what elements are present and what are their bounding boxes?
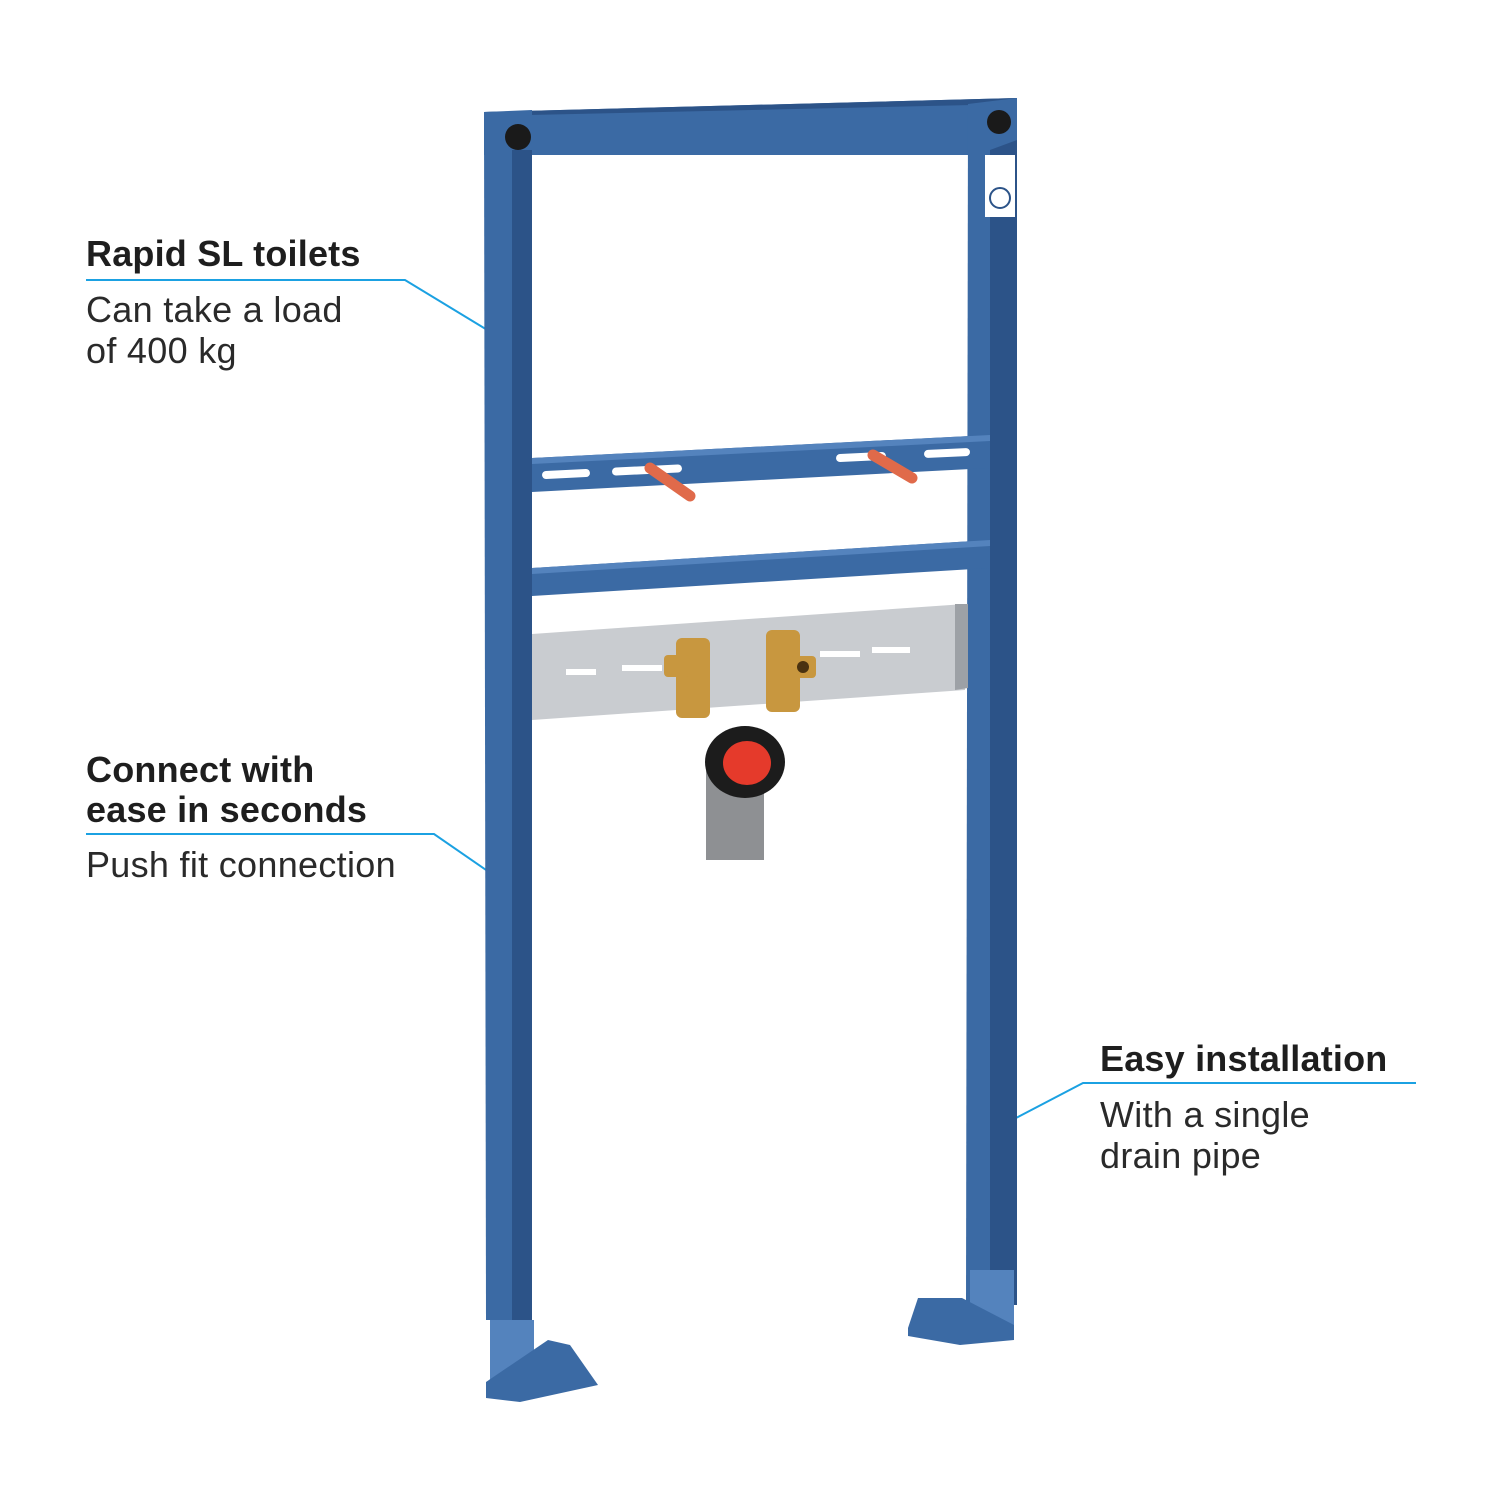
frame-left-foot [486,1340,598,1402]
frame-left-upright-face [512,150,532,1320]
callout-description: Push fit connection [86,844,396,885]
frame-body [484,98,1017,1402]
frame-valve-crossbar-edge [532,435,990,464]
brass-fittings [664,630,816,718]
leader-line-installation [996,1082,1416,1129]
brass-fitting-right [766,630,800,712]
tuv-mark-icon [989,187,1011,209]
valve-handles [644,449,918,502]
frame-lower-crossbar [532,540,990,596]
callout-title: Easy installation [1100,1038,1388,1079]
frame-corner-hole [987,110,1011,134]
frame-right-foot [908,1298,1014,1345]
frame-top-bar-edge [484,98,1017,116]
drain-pipe [705,726,785,860]
leader-line-connect [86,833,519,893]
brass-fitting-left [676,638,710,718]
drain-cap [723,741,771,785]
callout-connect: Connect with ease in seconds Push fit co… [86,749,396,886]
valve-handle-left [644,462,696,502]
steel-mounting-plate [532,604,968,720]
callout-load: Rapid SL toilets Can take a load of 400 … [86,233,361,372]
callout-description: Can take a load of 400 kg [86,289,343,371]
valve-handle-right [867,449,918,484]
frame-valve-crossbar [532,435,990,492]
leader-line-load [86,279,513,346]
frame-lower-crossbar-edge [532,540,990,574]
callout-title: Rapid SL toilets [86,233,361,274]
frame-right-upright-face [990,140,1017,1305]
callout-description: With a single drain pipe [1100,1094,1310,1176]
callout-installation: Easy installation With a single drain pi… [1100,1038,1388,1177]
certification-label [985,155,1015,217]
frame-corner-hole [505,124,531,150]
callout-title: Connect with ease in seconds [86,749,368,830]
